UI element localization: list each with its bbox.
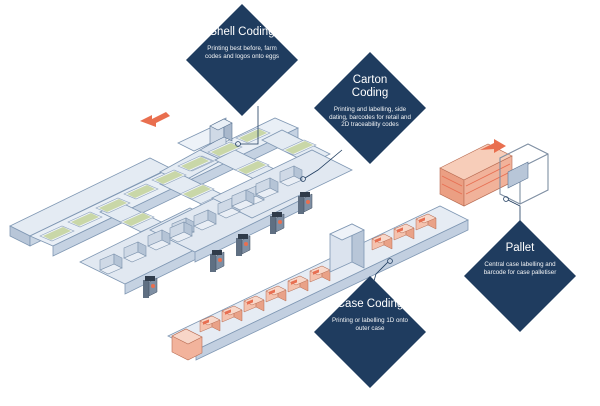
pallet-callout: Pallet Central case labelling and barcod…	[464, 220, 576, 332]
case-coding-description: Printing or labelling 1D onto outer case	[331, 317, 408, 332]
pallet-title: Pallet	[505, 242, 535, 254]
shell-coding-description: Printing best before, farm codes and log…	[205, 45, 279, 60]
palletiser	[439, 143, 549, 207]
diamond-background	[186, 4, 298, 116]
carton-coding-callout: Carton Coding Printing and labelling, si…	[314, 52, 426, 164]
case-conveyor	[167, 205, 469, 361]
callout-leaders	[235, 106, 521, 289]
output-arrow-left	[140, 112, 170, 127]
pallet-description: Central case labelling and barcode for c…	[483, 261, 557, 276]
carton-coding-description: Printing and labelling, side dating, bar…	[329, 106, 411, 129]
case-coding-callout: Case Coding Printing or labelling 1D ont…	[314, 276, 426, 388]
carton-coding-title: Carton Coding	[351, 74, 389, 99]
case-coding-title: Case Coding	[336, 298, 404, 310]
diamond-background	[314, 52, 426, 164]
diamond-background	[464, 220, 576, 332]
shell-coding-callout: Shell Coding Printing best before, farm …	[186, 4, 298, 116]
shell-coder-unit	[209, 118, 233, 145]
diamond-background	[314, 276, 426, 388]
output-arrow-right	[480, 139, 506, 153]
packing-lanes	[79, 149, 353, 299]
shell-coding-title: Shell Coding	[209, 26, 275, 38]
